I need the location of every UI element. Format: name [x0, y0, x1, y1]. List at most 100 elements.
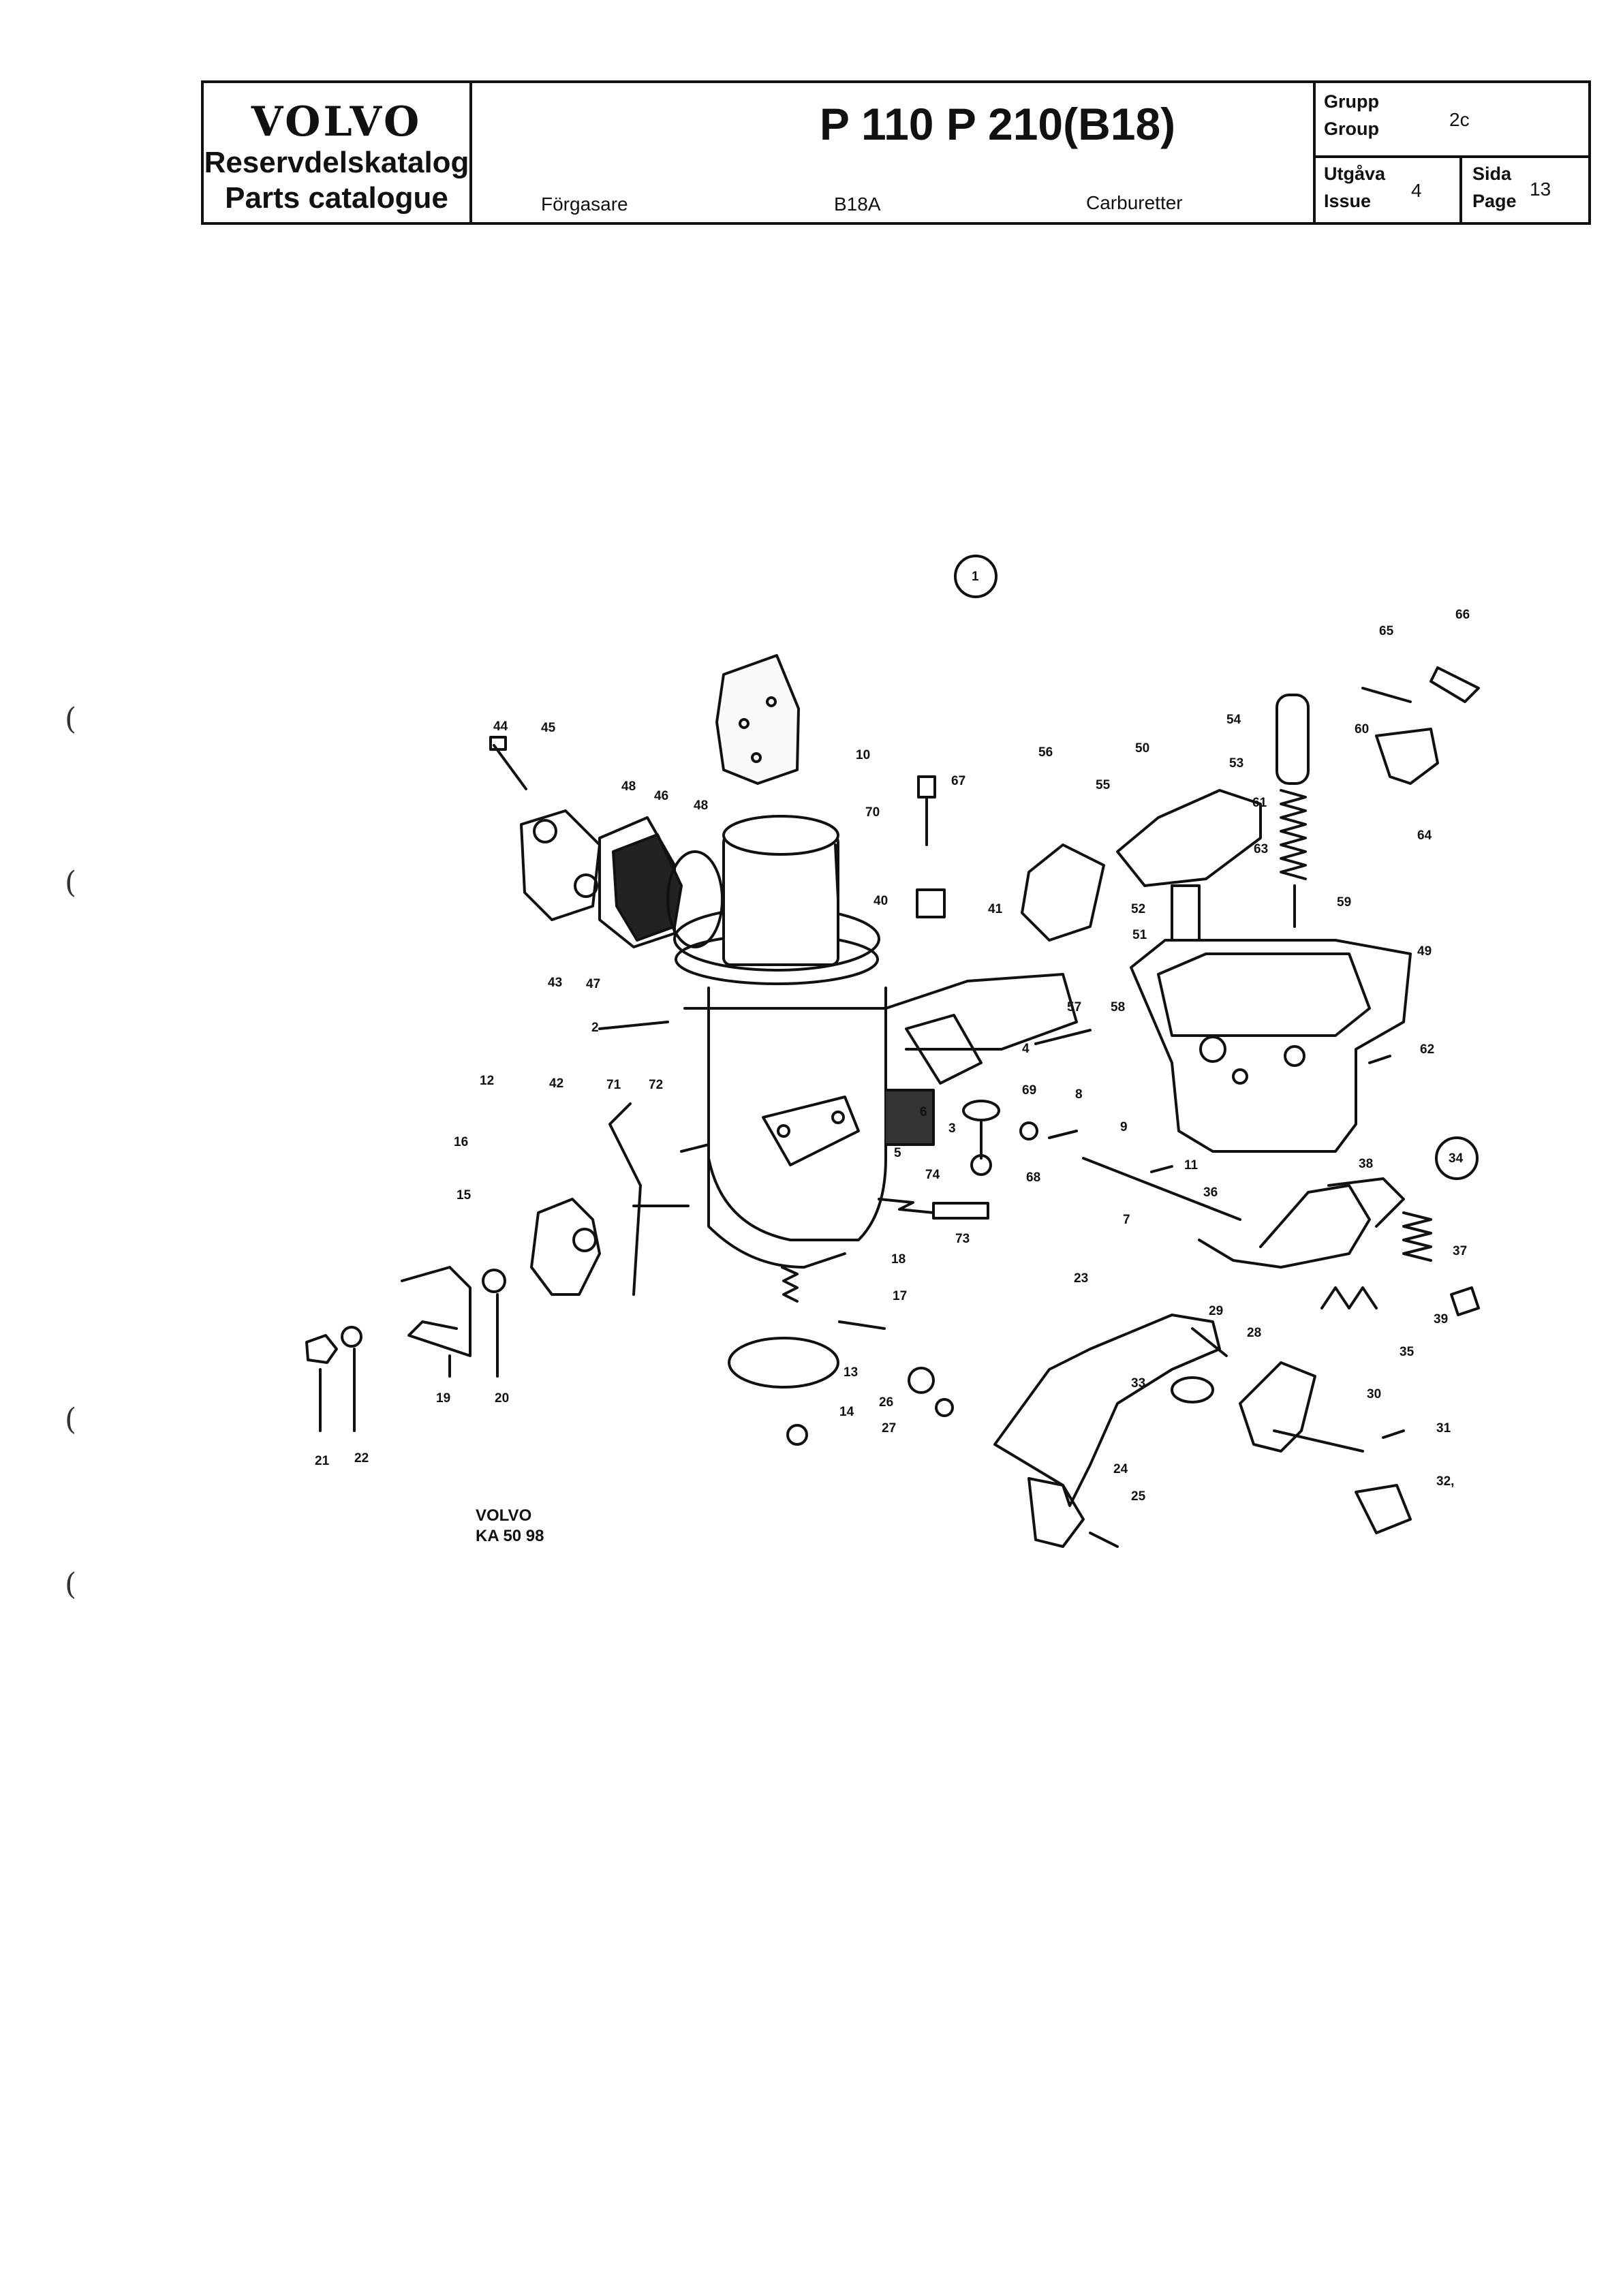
margin-mark: ( [65, 702, 77, 736]
callout-12: 12 [480, 1074, 494, 1088]
callout-17: 17 [893, 1289, 907, 1303]
callout-59: 59 [1337, 895, 1351, 910]
callout-49: 49 [1417, 944, 1432, 959]
callout-fig-1: 1 [972, 570, 979, 584]
callout-34: 34 [1449, 1151, 1464, 1166]
callout-16: 16 [454, 1135, 468, 1149]
issue-value: 4 [1411, 180, 1422, 201]
issue-label-sv: Utgåva [1324, 164, 1386, 184]
callout-4: 4 [1022, 1042, 1030, 1056]
callout-60: 60 [1355, 722, 1369, 736]
callout-19: 19 [436, 1391, 450, 1406]
brand-logo: VOLVO [251, 98, 422, 146]
page-label-sv: Sida [1472, 164, 1512, 184]
header-table: VOLVO Reservdelskatalog Parts catalogue … [201, 80, 1591, 225]
callout-45: 45 [541, 721, 556, 735]
page-value: 13 [1530, 179, 1551, 200]
callout-52: 52 [1131, 902, 1145, 916]
callout-48b: 48 [694, 798, 708, 813]
callout-36: 36 [1203, 1185, 1218, 1200]
callout-47: 47 [586, 977, 600, 991]
figure-reference: VOLVO KA 50 98 [476, 1506, 544, 1547]
callout-18: 18 [891, 1252, 906, 1267]
callout-32: 32, [1436, 1474, 1454, 1489]
callout-46: 46 [654, 789, 668, 803]
callout-43: 43 [548, 976, 562, 990]
callout-37: 37 [1453, 1244, 1467, 1258]
callout-54: 54 [1226, 713, 1241, 727]
divider [1459, 155, 1462, 222]
callout-53: 53 [1229, 756, 1243, 771]
group-label-sv: Grupp [1324, 91, 1379, 112]
callout-62: 62 [1420, 1042, 1434, 1057]
callout-26: 26 [879, 1395, 893, 1410]
callout-74: 74 [925, 1168, 940, 1182]
callout-56: 56 [1038, 745, 1053, 760]
callout-38: 38 [1359, 1157, 1373, 1171]
margin-mark: ( [65, 1402, 77, 1437]
callout-21: 21 [315, 1454, 330, 1468]
callout-2: 2 [591, 1021, 599, 1035]
callout-44: 44 [493, 719, 508, 734]
callout-71: 71 [606, 1078, 621, 1092]
callout-31: 31 [1436, 1421, 1451, 1436]
callout-63: 63 [1254, 842, 1268, 856]
callout-35: 35 [1400, 1345, 1415, 1359]
footer-code: KA 50 98 [476, 1527, 544, 1545]
catalog-title-en: Parts catalogue [225, 181, 448, 215]
callout-73: 73 [955, 1232, 970, 1246]
footer-brand: VOLVO [476, 1506, 532, 1525]
callout-29: 29 [1209, 1304, 1223, 1318]
callout-40: 40 [874, 894, 888, 908]
issue-label-en: Issue [1324, 191, 1372, 211]
callout-30: 30 [1367, 1387, 1381, 1401]
callout-51: 51 [1132, 928, 1147, 942]
callout-28: 28 [1247, 1326, 1261, 1340]
callout-9: 9 [1120, 1120, 1128, 1134]
callout-55: 55 [1096, 778, 1111, 792]
page-label-en: Page [1472, 191, 1517, 211]
callout-66: 66 [1455, 608, 1470, 622]
divider [469, 83, 472, 222]
callout-13: 13 [844, 1365, 858, 1380]
callout-14: 14 [839, 1405, 854, 1419]
model-title: P 110 P 210(B18) [819, 99, 1176, 149]
callout-20: 20 [495, 1391, 509, 1406]
callout-33: 33 [1131, 1376, 1145, 1391]
callout-23: 23 [1074, 1271, 1088, 1286]
callout-8: 8 [1075, 1087, 1083, 1102]
callout-70: 70 [865, 805, 880, 820]
catalog-title-sv: Reservdelskatalog [204, 146, 469, 179]
callout-68: 68 [1026, 1170, 1040, 1185]
section-title-sv: Förgasare [541, 193, 628, 215]
callout-labels: 1 2 3 4 5 6 7 8 9 10 11 12 13 14 15 16 1… [315, 570, 1470, 1504]
callout-15: 15 [457, 1188, 472, 1203]
callout-25: 25 [1131, 1489, 1146, 1504]
callout-61: 61 [1252, 796, 1267, 810]
callout-24: 24 [1113, 1462, 1128, 1476]
callout-50: 50 [1135, 741, 1149, 756]
group-value: 2c [1449, 109, 1470, 130]
callout-64: 64 [1417, 828, 1432, 843]
callout-27: 27 [882, 1421, 896, 1436]
callout-22: 22 [354, 1451, 369, 1465]
section-title-en: Carburetter [1086, 192, 1183, 213]
callout-42: 42 [549, 1076, 563, 1091]
callout-6: 6 [920, 1105, 927, 1119]
callout-72: 72 [649, 1078, 663, 1092]
callout-65: 65 [1379, 624, 1394, 638]
callout-58: 58 [1111, 1000, 1125, 1014]
engine-code: B18A [834, 193, 881, 215]
callout-39: 39 [1434, 1312, 1448, 1327]
divider [1313, 83, 1316, 222]
margin-mark: ( [65, 1567, 77, 1602]
callout-57: 57 [1067, 1000, 1081, 1014]
callout-41: 41 [988, 902, 1003, 916]
callout-48a: 48 [621, 779, 636, 794]
callout-11: 11 [1184, 1158, 1199, 1173]
divider [1313, 155, 1588, 158]
callout-10: 10 [856, 748, 870, 762]
group-label-en: Group [1324, 119, 1379, 139]
callout-69: 69 [1022, 1083, 1036, 1098]
